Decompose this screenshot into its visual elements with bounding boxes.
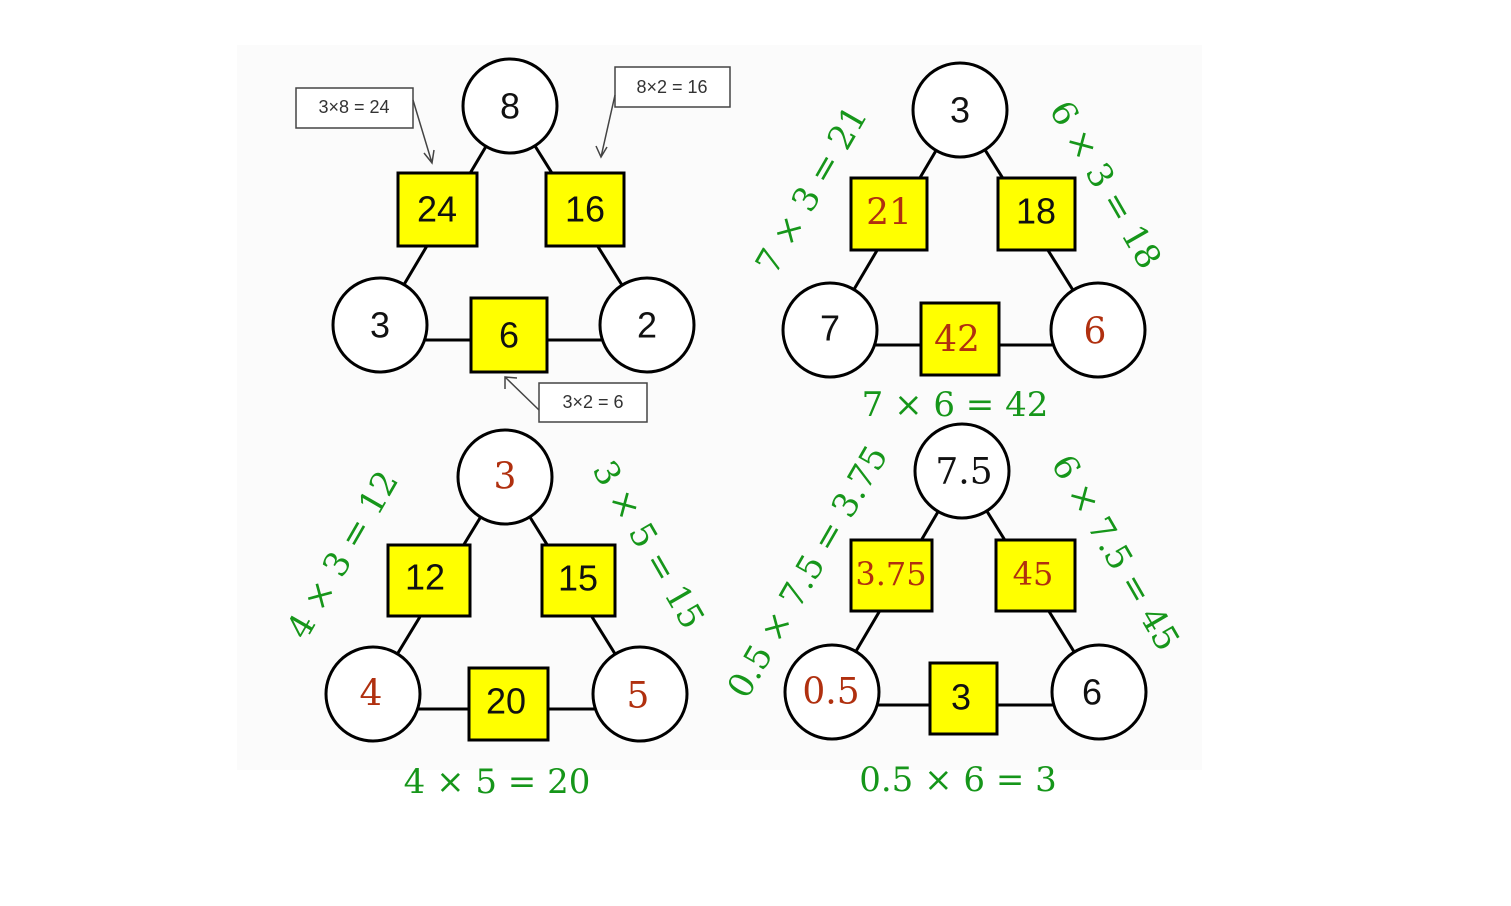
product-box-right <box>994 538 1077 613</box>
diagram-background <box>237 45 1202 770</box>
note-bottom: 3×2 = 6 <box>562 392 623 412</box>
corner-top-value: 3 <box>950 90 970 131</box>
corner-top-value: 8 <box>500 86 520 127</box>
product-right-value: 18 <box>1016 191 1056 232</box>
corner-right <box>1050 643 1148 741</box>
corner-left-value: 4 <box>360 674 383 715</box>
product-box-bottom <box>467 666 550 742</box>
equation-bottom: 7 × 6 = 42 <box>862 385 1049 425</box>
corner-left-value: 7 <box>820 308 840 349</box>
corner-right <box>598 276 696 374</box>
corner-top-value: 7.5 <box>935 452 992 493</box>
product-box-right <box>540 543 617 618</box>
product-right-value: 15 <box>558 558 598 599</box>
product-box-left <box>849 538 934 613</box>
equation-bottom: 0.5 × 6 = 3 <box>859 760 1057 800</box>
corner-left <box>781 281 879 379</box>
product-left-value: 12 <box>405 557 445 598</box>
product-box-left <box>396 171 479 248</box>
arrow-icon <box>412 99 435 165</box>
corner-right-value: 6 <box>1082 672 1102 713</box>
corner-right <box>1049 281 1147 379</box>
note-left: 3×8 = 24 <box>318 97 389 117</box>
corner-top <box>461 57 559 155</box>
product-box-right <box>544 171 626 248</box>
corner-top <box>913 422 1011 520</box>
product-left-value: 24 <box>417 189 457 230</box>
corner-right-value: 2 <box>637 305 657 346</box>
product-right-value: 45 <box>1013 555 1054 593</box>
corner-right <box>591 645 689 743</box>
product-box-left <box>386 543 472 618</box>
note-box-bottom <box>538 382 648 423</box>
product-box-bottom <box>469 296 549 374</box>
product-bottom-value: 6 <box>499 315 519 356</box>
product-box-bottom <box>919 301 1001 377</box>
note-box-right <box>614 66 731 108</box>
corner-left-value: 0.5 <box>802 672 859 713</box>
product-left-value: 3.75 <box>855 555 926 593</box>
corner-top <box>911 61 1009 159</box>
product-box-left <box>849 176 929 252</box>
product-right-value: 16 <box>565 189 605 230</box>
equation-bottom: 4 × 5 = 20 <box>404 762 591 802</box>
corner-right-value: 5 <box>627 676 650 717</box>
corner-left <box>331 276 429 374</box>
product-box-bottom <box>928 661 999 736</box>
arrow-icon <box>595 94 616 159</box>
arrow-icon <box>504 376 540 411</box>
puzzle-1: 8 3 2 24 16 6 3×8 = 24 8×2 = 16 3×2 = 6 <box>295 57 731 423</box>
product-bottom-value: 3 <box>951 677 971 718</box>
corner-right-value: 6 <box>1084 312 1107 353</box>
note-box-left <box>295 87 414 129</box>
product-bottom-value: 42 <box>934 320 980 361</box>
corner-top <box>456 428 554 526</box>
corner-left <box>783 643 881 741</box>
corner-left-value: 3 <box>370 305 390 346</box>
note-right: 8×2 = 16 <box>636 77 707 97</box>
corner-left <box>324 645 422 743</box>
product-bottom-value: 20 <box>486 681 526 722</box>
product-box-right <box>996 176 1077 252</box>
corner-top-value: 3 <box>494 457 517 498</box>
product-left-value: 21 <box>866 193 912 234</box>
